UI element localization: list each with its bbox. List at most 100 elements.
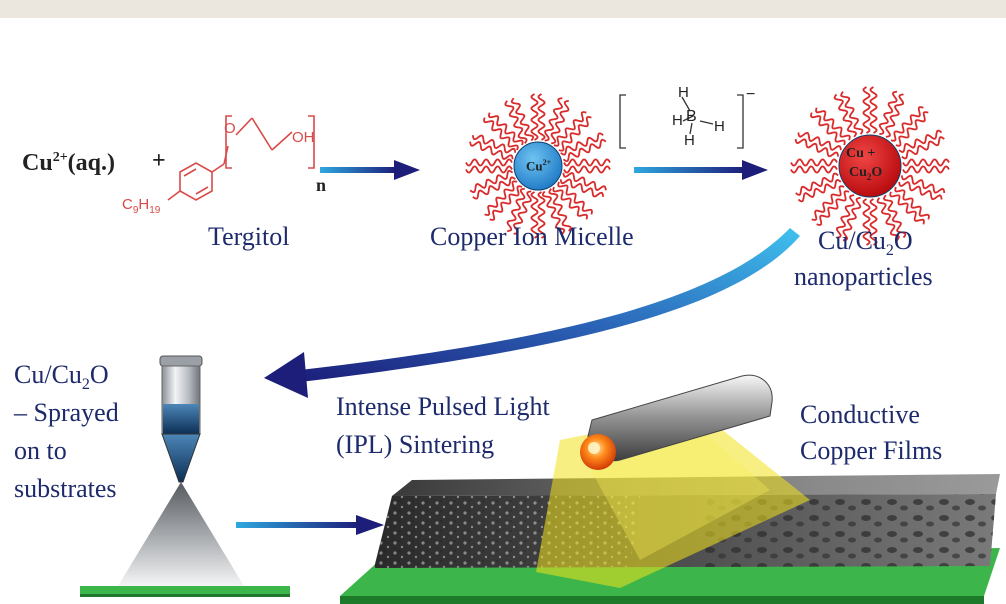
- spray-label-line1: Cu/Cu2O: [14, 360, 109, 394]
- surfactant-tail: [816, 190, 850, 226]
- surfactant-tail: [895, 111, 929, 147]
- borohydride-structure: [619, 94, 744, 149]
- surfactant-tail: [553, 111, 587, 147]
- surfactant-tail: [790, 165, 838, 174]
- tergitol-structure: [167, 115, 315, 201]
- product-label-line1: Cu/Cu2O: [818, 226, 913, 260]
- surfactant-tail: [484, 180, 518, 216]
- surfactant-tail: [810, 112, 846, 146]
- top-banner-strip: [0, 0, 1006, 18]
- surfactant-tail: [811, 185, 845, 221]
- surfactant-tail: [552, 186, 588, 220]
- surfactant-tail: [842, 196, 862, 242]
- spray-label-line4: substrates: [14, 474, 117, 503]
- micelle-label: Copper Ion Micelle: [430, 222, 634, 251]
- surfactant-tail: [890, 106, 924, 142]
- surfactant-tail: [882, 194, 907, 239]
- copper-ion-micelle: [465, 93, 611, 239]
- borohydride-charge: −: [746, 86, 756, 103]
- spray-label-line2: – Sprayed: [14, 398, 119, 427]
- surfactant-tail: [483, 117, 519, 151]
- surfactant-tail: [557, 181, 593, 215]
- surfactant-tail: [469, 140, 514, 160]
- film-label-line2: Copper Films: [800, 436, 943, 465]
- surfactant-tail: [840, 91, 864, 135]
- tergitol-label: Tergitol: [208, 222, 290, 251]
- surfactant-tail: [815, 107, 851, 141]
- surfactant-tail: [900, 174, 946, 194]
- surfactant-tail: [898, 181, 943, 201]
- surfactant-tail: [530, 93, 539, 141]
- surfactant-tail: [894, 186, 930, 220]
- surfactant-tail: [510, 97, 535, 142]
- plus-sign: +: [152, 148, 166, 174]
- surfactant-tail: [472, 176, 516, 200]
- surfactant-tail: [563, 165, 611, 174]
- cu-cu2o-nanoparticle: [790, 86, 950, 246]
- surfactant-tail: [488, 112, 524, 146]
- surfactant-tail: [558, 116, 592, 152]
- surfactant-tail: [901, 136, 945, 160]
- nanoparticle-core-line1: Cu +: [846, 146, 876, 161]
- surfactant-tail: [862, 86, 871, 134]
- surfactant-tail: [878, 90, 898, 136]
- surfactant-tail: [869, 86, 878, 134]
- product-label-line2: nanoparticles: [794, 262, 933, 291]
- surfactant-tail: [898, 129, 943, 154]
- micelle-core: [838, 134, 902, 198]
- structure-hydroxyl-label: OH: [292, 129, 315, 146]
- surfactant-tail: [559, 178, 605, 198]
- arrow-reaction-1: [320, 160, 420, 180]
- micelle-core: [513, 141, 563, 191]
- surfactant-tail: [530, 191, 539, 239]
- surfactant-tail: [489, 185, 523, 221]
- spray-label-line3: on to: [14, 436, 67, 465]
- surfactant-tail: [902, 158, 950, 167]
- surfactant-tail: [563, 158, 611, 167]
- arrow-reaction-2: [634, 160, 768, 180]
- surfactant-tail: [835, 194, 855, 239]
- surfactant-tail: [550, 99, 570, 145]
- surfactant-tail: [869, 198, 878, 246]
- ipl-label-line1: Intense Pulsed Light: [336, 392, 550, 421]
- surfactant-tail: [797, 178, 842, 203]
- spray-vial-icon: [80, 355, 290, 597]
- surfactant-tail: [833, 93, 858, 138]
- surfactant-tail: [889, 191, 925, 225]
- surfactant-tail: [548, 188, 572, 232]
- arrow-process: [236, 515, 384, 535]
- borohydride-central-b: B: [686, 108, 697, 125]
- borohydride-h-right: H: [714, 118, 725, 135]
- surfactant-tail: [790, 158, 838, 167]
- surfactant-tail: [537, 191, 546, 239]
- ipl-label-line2: (IPL) Sintering: [336, 430, 495, 459]
- structure-oxygen-label: O: [224, 120, 236, 137]
- surfactant-tail: [562, 172, 607, 192]
- curved-transfer-arrow: [264, 228, 800, 398]
- surfactant-tail: [544, 97, 564, 142]
- borohydride-h-left: H: [672, 112, 683, 129]
- surfactant-tail: [465, 158, 513, 167]
- ipl-lamp-icon: [580, 374, 773, 470]
- structure-alkyl-label: C9H19: [122, 196, 161, 216]
- reactant-copper-ion: Cu2+(aq.): [22, 150, 116, 176]
- surfactant-tail: [876, 197, 900, 241]
- surfactant-tail: [862, 198, 871, 246]
- surfactant-tail: [506, 187, 526, 233]
- surfactant-tail: [885, 93, 905, 138]
- surfactant-tail: [469, 169, 514, 194]
- borohydride-h-bottom: H: [684, 132, 695, 149]
- nanoparticle-core-line2: Cu2O: [849, 165, 883, 182]
- borohydride-h-top: H: [678, 84, 689, 101]
- surfactant-tail: [794, 138, 840, 158]
- surfactant-tail: [795, 172, 839, 196]
- surfactant-tail: [560, 132, 604, 156]
- surfactant-tail: [562, 138, 607, 163]
- film-label-line1: Conductive: [800, 400, 920, 429]
- structure-repeat-n: n: [316, 175, 327, 195]
- surfactant-tail: [465, 165, 513, 174]
- surfactant-tail: [797, 131, 842, 151]
- micelle-core-label: Cu2+: [526, 158, 552, 174]
- surfactant-tail: [902, 165, 950, 174]
